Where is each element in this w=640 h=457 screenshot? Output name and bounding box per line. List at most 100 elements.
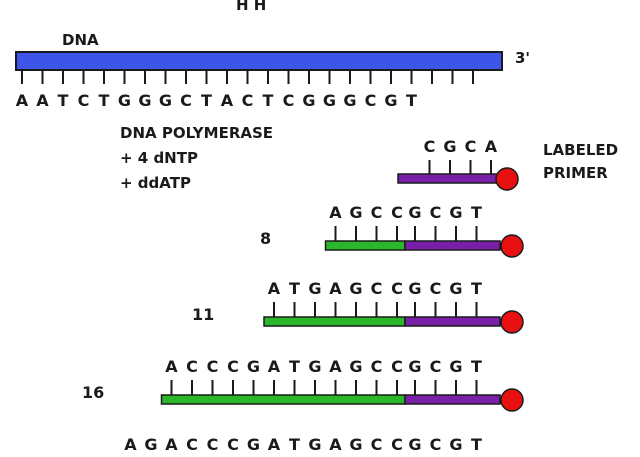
template-base: T bbox=[99, 91, 110, 110]
template-base: G bbox=[343, 91, 356, 110]
product-base: C bbox=[207, 357, 219, 376]
product-base: C bbox=[207, 435, 219, 454]
product-base: G bbox=[144, 435, 157, 454]
product-base: G bbox=[308, 357, 321, 376]
template-base: C bbox=[283, 91, 295, 110]
product-base: A bbox=[329, 203, 342, 222]
product-base: C bbox=[371, 203, 383, 222]
primer-base: A bbox=[485, 137, 498, 156]
extension-segment bbox=[263, 316, 406, 327]
template-base: C bbox=[242, 91, 254, 110]
primer-label-dot bbox=[495, 167, 519, 191]
product-base: T bbox=[471, 357, 482, 376]
template-base: T bbox=[201, 91, 212, 110]
template-base: C bbox=[78, 91, 90, 110]
product-base: A bbox=[329, 435, 342, 454]
product-base: C bbox=[371, 435, 383, 454]
product-base: A bbox=[268, 435, 281, 454]
product-base: A bbox=[329, 357, 342, 376]
product-base: G bbox=[408, 357, 421, 376]
label-dot bbox=[500, 388, 524, 412]
label-dot bbox=[500, 310, 524, 334]
product-base: G bbox=[449, 279, 462, 298]
product-base: C bbox=[371, 357, 383, 376]
template-base: C bbox=[180, 91, 192, 110]
product-base: A bbox=[124, 435, 137, 454]
product-base: A bbox=[268, 279, 281, 298]
product-base: G bbox=[308, 279, 321, 298]
template-strand bbox=[15, 51, 503, 71]
product-base: C bbox=[430, 279, 442, 298]
product-base: A bbox=[268, 357, 281, 376]
reaction-dntp: + 4 dNTP bbox=[120, 149, 198, 167]
template-base: A bbox=[36, 91, 49, 110]
product-base: G bbox=[408, 203, 421, 222]
product-base: A bbox=[165, 357, 178, 376]
product-base: C bbox=[430, 203, 442, 222]
product-base: G bbox=[349, 279, 362, 298]
reaction-ddatp: + ddATP bbox=[120, 174, 191, 192]
extension-segment bbox=[160, 394, 406, 405]
product-base: T bbox=[289, 435, 300, 454]
product-base: C bbox=[430, 435, 442, 454]
primer-base: C bbox=[465, 137, 477, 156]
template-base: T bbox=[406, 91, 417, 110]
template-base: G bbox=[384, 91, 397, 110]
product-base: G bbox=[247, 435, 260, 454]
product-base: T bbox=[471, 203, 482, 222]
product-base: G bbox=[408, 279, 421, 298]
product-base: G bbox=[449, 435, 462, 454]
product-base: C bbox=[391, 203, 403, 222]
product-base: C bbox=[371, 279, 383, 298]
primer-segment bbox=[404, 240, 501, 251]
template-label: DNA bbox=[62, 31, 99, 49]
product-base: T bbox=[471, 279, 482, 298]
product-base: T bbox=[289, 279, 300, 298]
product-base: A bbox=[165, 435, 178, 454]
product-base: C bbox=[391, 279, 403, 298]
product-base: G bbox=[308, 435, 321, 454]
product-base: C bbox=[391, 357, 403, 376]
product-base: G bbox=[349, 435, 362, 454]
primer-base: G bbox=[443, 137, 456, 156]
top-cut-text: H H bbox=[236, 0, 266, 14]
primer-strand bbox=[397, 173, 501, 184]
template-base: A bbox=[16, 91, 29, 110]
template-ticks bbox=[21, 70, 474, 84]
template-base: G bbox=[138, 91, 151, 110]
template-base: G bbox=[159, 91, 172, 110]
label-dot bbox=[500, 234, 524, 258]
product-base: G bbox=[349, 357, 362, 376]
product-base: T bbox=[289, 357, 300, 376]
product-base: T bbox=[471, 435, 482, 454]
primer-label-line1: LABELED bbox=[543, 141, 618, 159]
primer-segment bbox=[404, 316, 501, 327]
product-base: C bbox=[186, 435, 198, 454]
template-3prime-label: 3' bbox=[515, 49, 530, 67]
product-base: G bbox=[349, 203, 362, 222]
template-base: T bbox=[263, 91, 274, 110]
product-base: A bbox=[329, 279, 342, 298]
primer-label-line2: PRIMER bbox=[543, 164, 608, 182]
product-base: G bbox=[449, 357, 462, 376]
template-base: T bbox=[58, 91, 69, 110]
primer-base: C bbox=[424, 137, 436, 156]
product-base: G bbox=[408, 435, 421, 454]
product-base: C bbox=[227, 357, 239, 376]
product-base: G bbox=[247, 357, 260, 376]
template-base: G bbox=[323, 91, 336, 110]
template-base: A bbox=[221, 91, 234, 110]
template-base: G bbox=[302, 91, 315, 110]
product-length-label: 8 bbox=[260, 229, 271, 248]
product-base: G bbox=[449, 203, 462, 222]
product-base: C bbox=[430, 357, 442, 376]
